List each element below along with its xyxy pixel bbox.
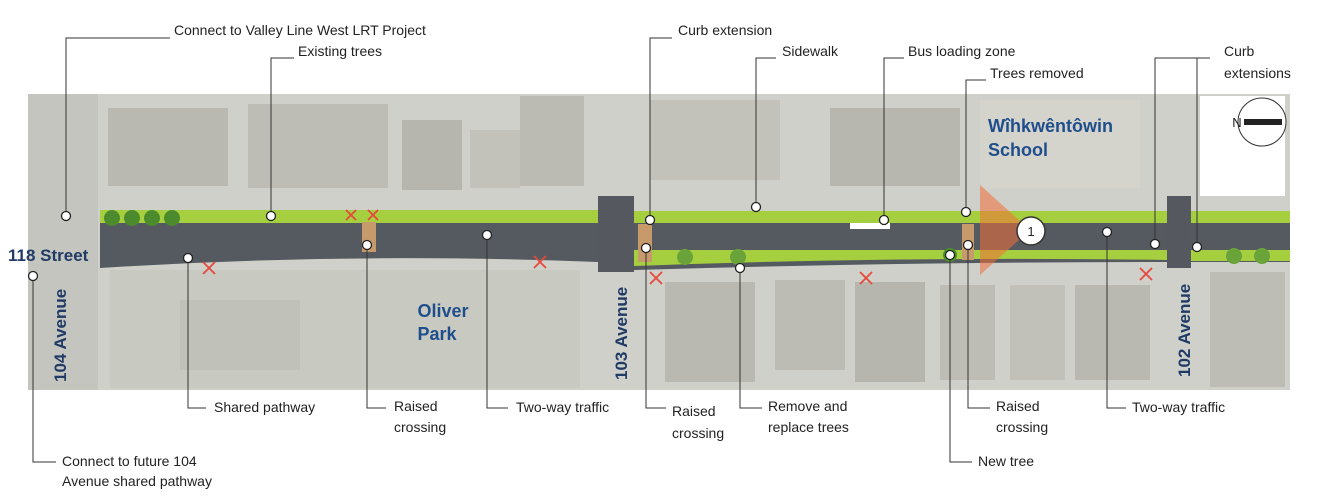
- callout-raised-crossing-1-line2: crossing: [394, 419, 446, 435]
- north-label: N: [1232, 115, 1241, 130]
- callout-raised-crossing-3-line1: Raised: [996, 398, 1040, 414]
- callout-future-pathway-line2: Avenue shared pathway: [62, 473, 212, 489]
- callout-raised-crossing-2-line1: Raised: [672, 403, 716, 419]
- marker-number: 1: [1027, 224, 1034, 239]
- callout-bus-loading-zone: Bus loading zone: [908, 43, 1016, 59]
- callout-two-way-traffic-1: Two-way traffic: [516, 399, 609, 415]
- callout-trees-removed: Trees removed: [990, 65, 1084, 81]
- callout-curb-extensions-line2: extensions: [1224, 65, 1291, 81]
- park-label-line1: Oliver: [417, 301, 468, 321]
- callout-raised-crossing-1-line1: Raised: [394, 398, 438, 414]
- callout-remove-replace-line2: replace trees: [768, 419, 849, 435]
- callout-leaders: [32, 37, 1210, 463]
- school-label-line2: School: [988, 140, 1048, 160]
- callout-new-tree: New tree: [978, 453, 1034, 469]
- callout-dots: [27, 201, 1203, 282]
- callout-curb-extension: Curb extension: [678, 22, 772, 38]
- callout-curb-extensions-line1: Curb: [1224, 43, 1255, 59]
- callout-shared-pathway: Shared pathway: [214, 399, 315, 415]
- callout-remove-replace-line1: Remove and: [768, 398, 847, 414]
- callout-future-pathway-line1: Connect to future 104: [62, 453, 197, 469]
- avenue-label-103: 103 Avenue: [612, 287, 631, 380]
- avenue-label-104: 104 Avenue: [51, 289, 70, 382]
- numbered-marker: 1: [1016, 216, 1046, 246]
- callout-existing-trees: Existing trees: [298, 43, 382, 59]
- callout-raised-crossing-3-line2: crossing: [996, 419, 1048, 435]
- north-arrow-icon: N: [1232, 97, 1287, 147]
- removed-tree-markers: [202, 209, 1153, 285]
- callout-two-way-traffic-2: Two-way traffic: [1132, 399, 1225, 415]
- park-label-line2: Park: [417, 324, 457, 344]
- cross-streets: [28, 94, 1191, 390]
- street-label-118: 118 Street: [8, 246, 89, 265]
- school-label-line1: Wîhkwêntôwin: [988, 116, 1113, 136]
- callout-valley-line: Connect to Valley Line West LRT Project: [174, 22, 426, 38]
- bus-zone-highlight: [850, 185, 1030, 275]
- callout-raised-crossing-2-line2: crossing: [672, 425, 724, 441]
- avenue-label-102: 102 Avenue: [1175, 284, 1194, 377]
- callout-sidewalk: Sidewalk: [782, 43, 839, 59]
